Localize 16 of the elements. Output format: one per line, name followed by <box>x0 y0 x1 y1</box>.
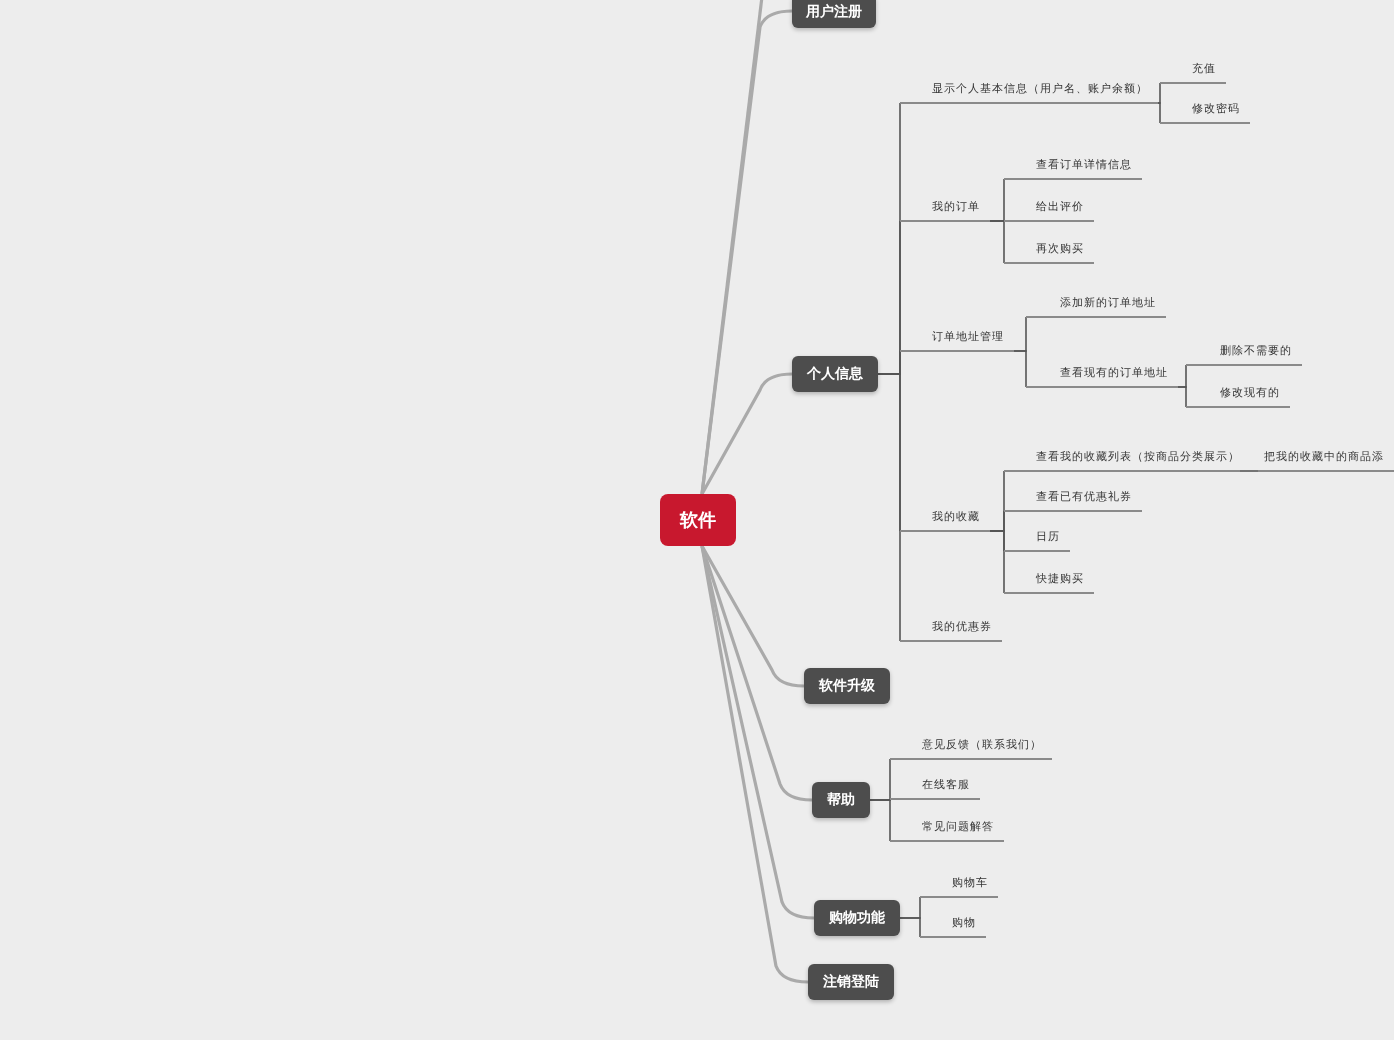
branch-line <box>700 545 809 984</box>
branch-line <box>700 545 805 688</box>
branch-line <box>700 9 793 495</box>
branch-line <box>899 917 921 938</box>
branch-line <box>877 373 901 642</box>
branch-line <box>1239 470 1259 472</box>
branch-line <box>1157 82 1161 104</box>
branch-line <box>1013 350 1027 388</box>
branch-line <box>869 799 891 842</box>
branch-line <box>700 372 793 495</box>
branch-line <box>1157 102 1161 124</box>
branch-line <box>700 545 815 920</box>
branch-line <box>989 530 1005 594</box>
branch-line <box>700 545 813 802</box>
branch-line <box>1177 386 1187 408</box>
central-topic-box: 软件 <box>660 494 736 546</box>
